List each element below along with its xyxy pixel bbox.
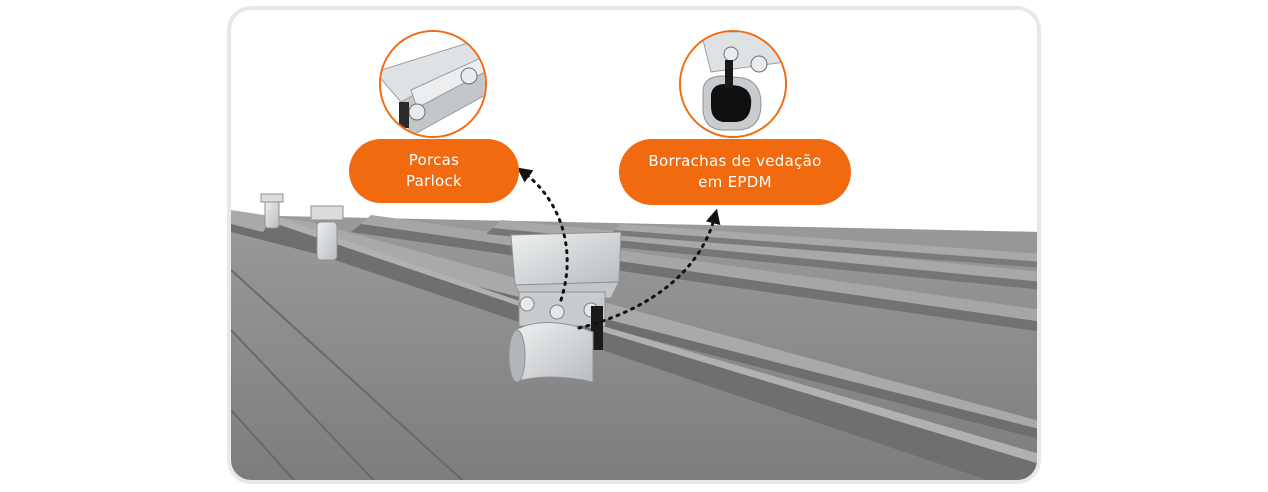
callout-line: Parlock xyxy=(405,172,463,190)
epdm-gasket-detail-icon xyxy=(679,30,787,138)
roof-surface xyxy=(231,210,1037,480)
diagram-frame: Porcas Parlock Borrachas de vedação em E… xyxy=(227,6,1041,484)
callout-line: Porcas xyxy=(408,151,460,169)
parlock-nut-detail-icon xyxy=(379,30,487,138)
distant-clamp xyxy=(260,193,284,229)
callout-parlock-nuts: Porcas Parlock xyxy=(349,139,519,203)
callout-epdm-gaskets: Borrachas de vedação em EPDM xyxy=(619,139,851,205)
distant-clamp xyxy=(310,205,344,261)
nut-pointer-arrow xyxy=(516,167,569,302)
gasket-pointer-arrow xyxy=(577,208,721,330)
callout-line: Borrachas de vedação xyxy=(648,152,822,170)
roof-scene xyxy=(231,167,1037,480)
callout-line: em EPDM xyxy=(698,173,772,191)
